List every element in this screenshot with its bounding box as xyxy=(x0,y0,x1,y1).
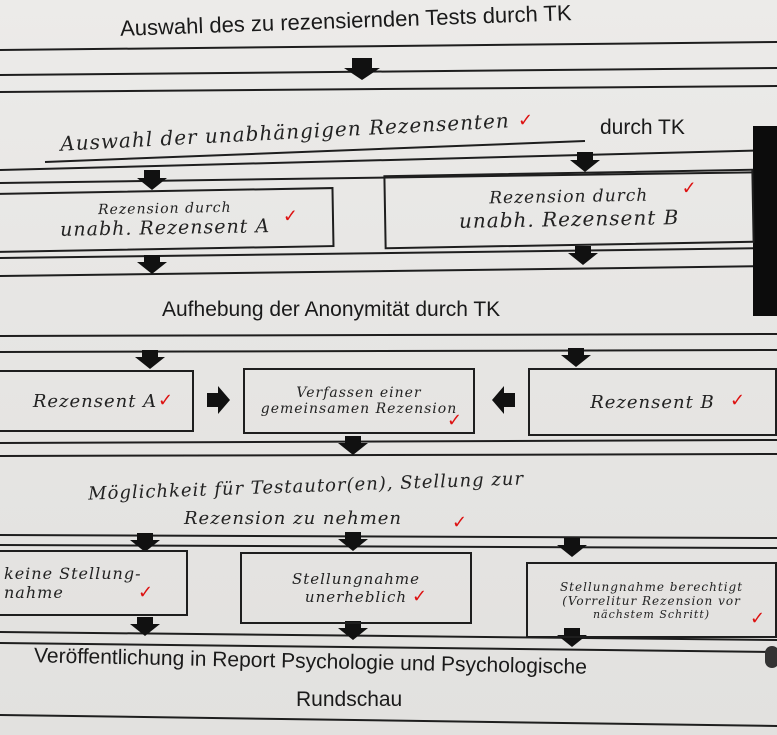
reviewer-a-label: Rezensent A xyxy=(32,390,158,412)
outcome-irrelevant-line2: unerheblich xyxy=(304,588,408,606)
review-box-b: Rezension durch unabh. Rezensent B ✓ xyxy=(383,168,755,250)
arrow-right xyxy=(207,386,230,414)
arrow-down-4 xyxy=(137,255,167,274)
outcome-none-line1: keine Stellung- xyxy=(4,564,142,583)
statement-line2: Rezension zu nehmen xyxy=(184,508,403,529)
review-a-check: ✓ xyxy=(282,205,299,227)
anonymity-step: Aufhebung der Anonymität durch TK xyxy=(162,298,501,321)
joint-review-line1: Verfassen einer xyxy=(296,385,422,401)
review-box-a: Rezension durch unabh. Rezensent A ✓ xyxy=(0,187,335,253)
review-a-line2: unabh. Rezensent A xyxy=(59,215,271,241)
arrow-down-3 xyxy=(570,152,600,172)
arrow-down-5 xyxy=(568,246,598,265)
arrow-left xyxy=(492,386,515,414)
arrow-down-1 xyxy=(344,58,380,80)
outcome-justified-check: ✓ xyxy=(750,608,766,629)
edge-dot xyxy=(765,646,777,668)
reviewer-b-check: ✓ xyxy=(730,390,746,411)
arrow-down-10 xyxy=(338,532,368,551)
joint-review-box: Verfassen einer gemeinsamen Rezension ✓ xyxy=(243,368,475,434)
arrow-down-7 xyxy=(561,348,591,367)
outcome-none-box: keine Stellung- nahme ✓ xyxy=(0,550,188,616)
outcome-irrelevant-box: Stellungnahme unerheblich ✓ xyxy=(240,552,472,624)
arrow-down-8 xyxy=(338,436,368,455)
review-b-check: ✓ xyxy=(681,177,697,200)
outcome-none-line2: nahme xyxy=(4,583,64,602)
arrow-down-11 xyxy=(557,538,587,557)
reviewer-b-label: Rezensent B xyxy=(590,391,715,413)
joint-review-line2: gemeinsamen Rezension xyxy=(260,401,458,417)
arrow-down-13 xyxy=(338,621,368,640)
black-bar xyxy=(753,126,777,316)
reviewer-a-check: ✓ xyxy=(158,390,174,411)
outcome-irrelevant-check: ✓ xyxy=(412,586,428,607)
arrow-down-12 xyxy=(130,617,160,636)
outcome-justified-line2: (Vorrelitur Rezension vor xyxy=(562,593,741,608)
step2-check: ✓ xyxy=(518,110,534,131)
publication-line2: Rundschau xyxy=(296,688,403,711)
arrow-down-2 xyxy=(137,170,167,190)
reviewer-b-box: Rezensent B ✓ xyxy=(528,368,777,436)
outcome-none-check: ✓ xyxy=(138,582,154,603)
step2-printed: durch TK xyxy=(600,116,685,139)
joint-review-check: ✓ xyxy=(447,410,463,431)
statement-check: ✓ xyxy=(452,512,468,533)
review-b-line1: Rezension durch xyxy=(489,185,649,209)
outcome-irrelevant-line1: Stellungnahme xyxy=(291,570,421,588)
reviewer-a-box: Rezensent A ✓ xyxy=(0,370,194,432)
review-b-line2: unabh. Rezensent B xyxy=(458,205,680,233)
outcome-justified-box: Stellungnahme berechtigt (Vorrelitur Rez… xyxy=(526,562,777,638)
outcome-justified-line1: Stellungnahme berechtigt xyxy=(559,579,744,594)
outcome-justified-line3: nächstem Schritt) xyxy=(592,607,711,621)
arrow-down-6 xyxy=(135,350,165,369)
arrow-down-9 xyxy=(130,533,160,552)
